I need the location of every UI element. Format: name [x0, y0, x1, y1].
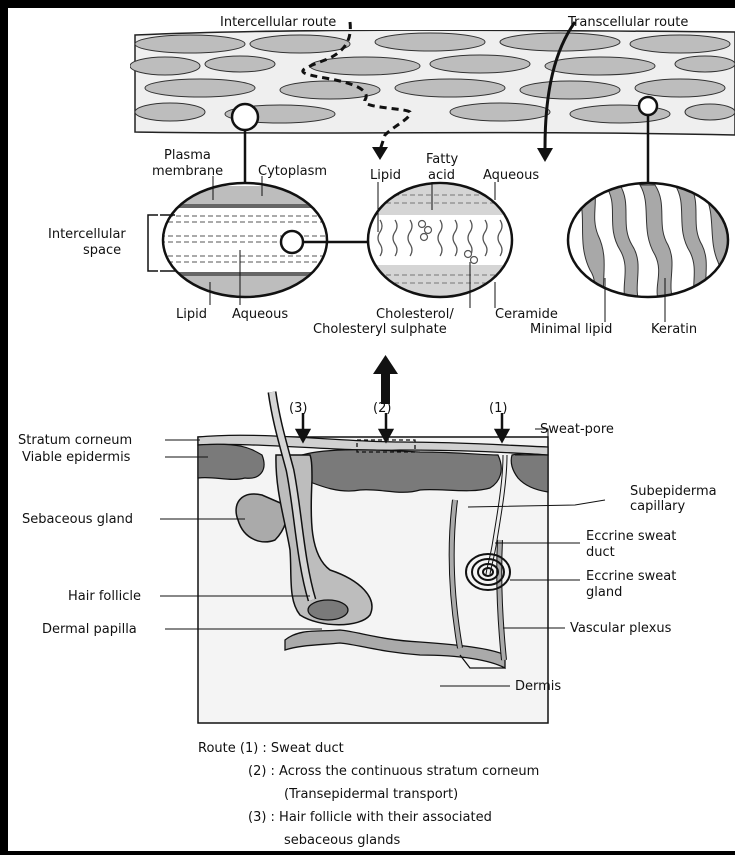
cytoplasm-label: Cytoplasm	[258, 164, 327, 179]
dermal-papilla-label: Dermal papilla	[42, 622, 137, 637]
legend-line-1: Route (1) : Sweat duct	[198, 741, 344, 756]
eccrine-duct-label-line1: Eccrine sweat	[586, 529, 676, 544]
eccrine-gland-label-line2: gland	[586, 585, 622, 600]
eccrine-gland-label-line1: Eccrine sweat	[586, 569, 676, 584]
cholesterol-label-line1: Cholesterol/	[376, 307, 454, 322]
left-aqueous-label: Aqueous	[232, 307, 288, 322]
panel	[8, 8, 735, 851]
sebaceous-gland-label: Sebaceous gland	[22, 512, 133, 527]
hair-follicle-label: Hair follicle	[68, 589, 141, 604]
transcellular-route-label: Transcellular route	[567, 15, 688, 30]
keratin-label: Keratin	[651, 322, 697, 337]
fatty-acid-label-line1: Fatty	[426, 152, 458, 167]
skin-cross-section	[198, 392, 548, 723]
fatty-acid-label-line2: acid	[428, 168, 455, 183]
legend-line-3: (Transepidermal transport)	[284, 787, 458, 802]
stratum-corneum-label: Stratum corneum	[18, 433, 132, 448]
viable-epidermis-label: Viable epidermis	[22, 450, 131, 465]
legend-line-2: (2) : Across the continuous stratum corn…	[248, 764, 539, 779]
ceramide-label: Ceramide	[495, 307, 558, 322]
plasma-membrane-label-line1: Plasma	[164, 148, 211, 163]
route-2-marker: (2)	[373, 401, 391, 416]
route-3-marker: (3)	[289, 401, 307, 416]
cholesterol-label-line2: Cholesteryl sulphate	[313, 322, 447, 337]
legend-line-5: sebaceous glands	[284, 833, 401, 848]
dermis-label: Dermis	[515, 679, 561, 694]
eccrine-duct-label-line2: duct	[586, 545, 615, 560]
route-1-marker: (1)	[489, 401, 507, 416]
left-lipid-label: Lipid	[176, 307, 207, 322]
vascular-plexus-label: Vascular plexus	[570, 621, 672, 636]
mid-aqueous-label: Aqueous	[483, 168, 539, 183]
minimal-lipid-label: Minimal lipid	[530, 322, 612, 337]
intercellular-route-label: Intercellular route	[220, 15, 336, 30]
stratum-corneum-layer	[130, 30, 735, 135]
mid-lipid-label: Lipid	[370, 168, 401, 183]
subepidermal-capillary-label-line1: Subepiderma	[630, 484, 717, 499]
subepidermal-capillary-label-line2: capillary	[630, 499, 686, 514]
intercellular-space-label-line1: Intercellular	[48, 227, 126, 242]
intercellular-space-label-line2: space	[83, 243, 121, 258]
plasma-membrane-label-line2: membrane	[152, 164, 223, 179]
sweat-pore-label: Sweat-pore	[540, 422, 614, 437]
legend-line-4: (3) : Hair follicle with their associate…	[248, 810, 492, 825]
